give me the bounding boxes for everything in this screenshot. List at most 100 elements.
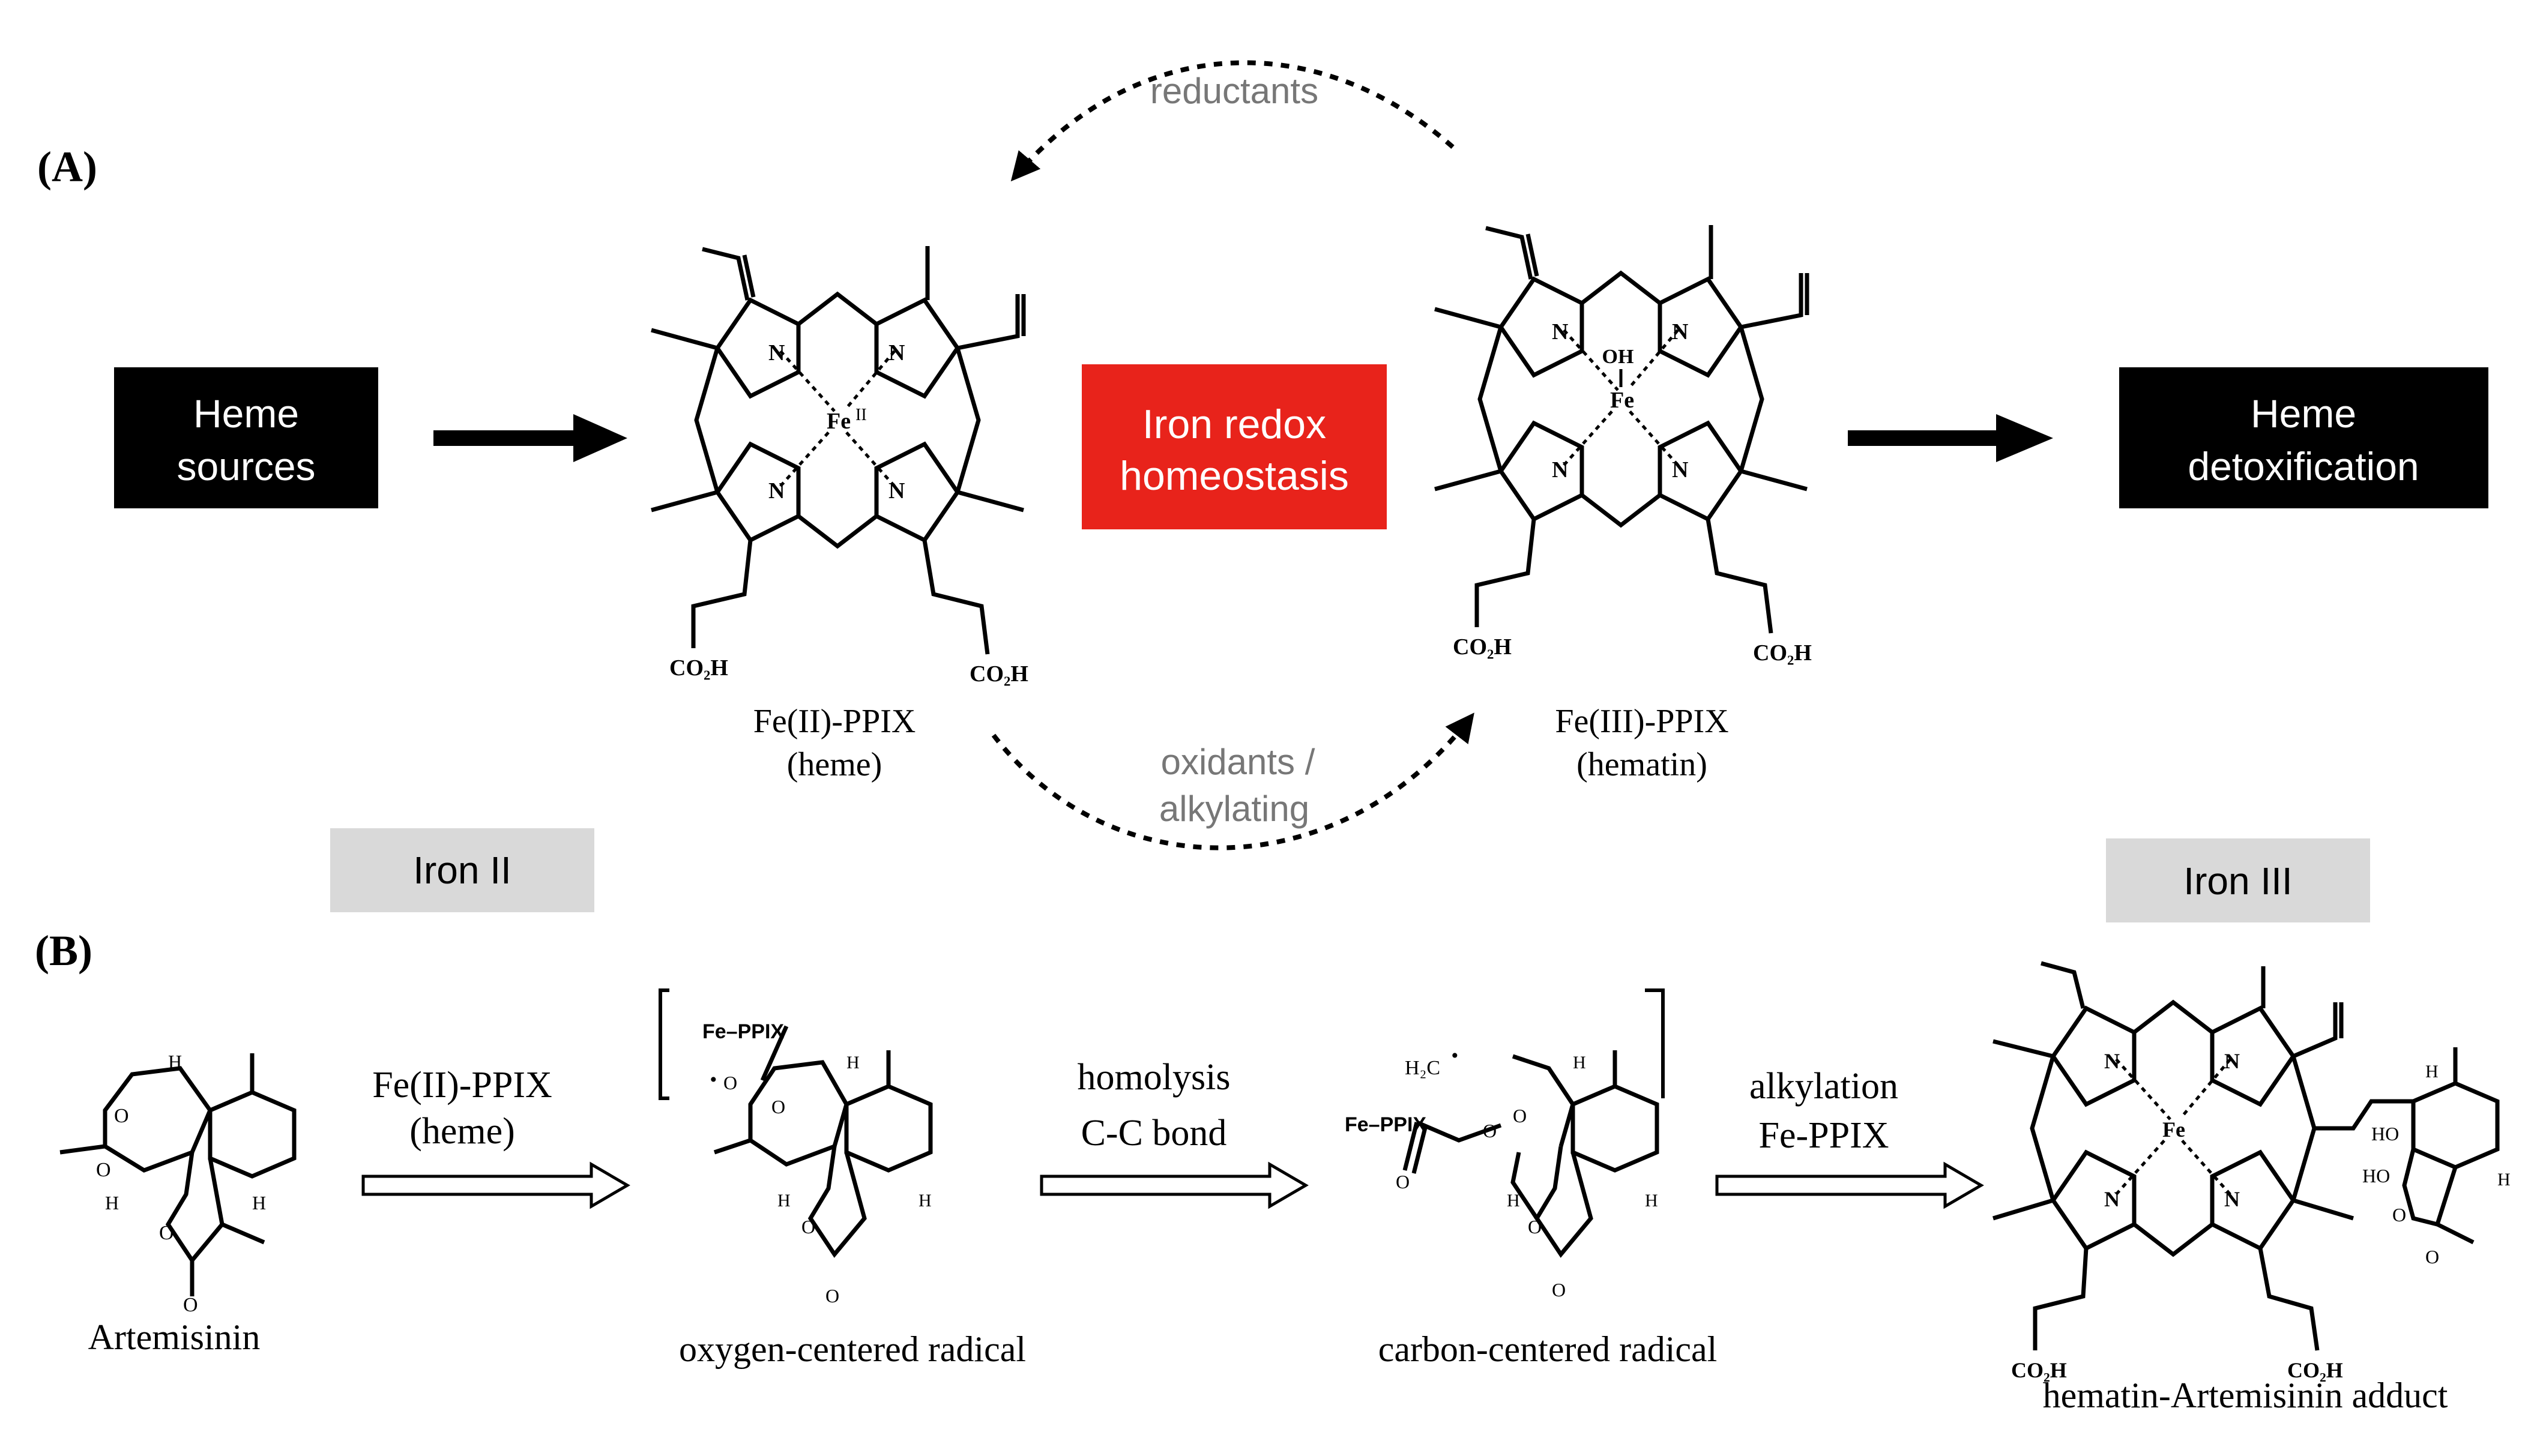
ox-dot: · [708, 1062, 719, 1096]
step3-label-1: alkylation [1749, 1066, 1898, 1107]
oxidants-label-1: oxidants / [1161, 742, 1315, 782]
fe3-metal: Fe [1610, 388, 1634, 413]
reductants-arrow [1010, 60, 1455, 182]
adduct-structure: N N N N Fe CO₂H CO₂H H HO HO O O H [1992, 961, 2511, 1382]
add-h2: H [2497, 1170, 2511, 1190]
fe3-ppix-structure: N N N N OH Fe CO₂H CO₂H [1434, 225, 1812, 666]
heme-detox-line2: detoxification [2188, 444, 2419, 489]
add-fe: Fe [2162, 1118, 2185, 1142]
step3-label-2: Fe-PPIX [1758, 1115, 1889, 1156]
ox-h3: H [919, 1191, 932, 1211]
c-h2: H [1507, 1191, 1520, 1211]
fe2-n2: N [888, 340, 905, 366]
fe2-n3: N [768, 478, 785, 504]
c-dot: · [1450, 1038, 1460, 1072]
art-o1: O [114, 1105, 129, 1127]
art-o2: O [96, 1159, 111, 1181]
step2-label-2: C-C bond [1081, 1113, 1227, 1154]
fe2-co2h-left: CO₂H [669, 655, 728, 681]
oxidants-label-2: alkylating [1159, 789, 1309, 829]
ox-o1: O [723, 1072, 737, 1094]
step3-hollow-arrow [1715, 1161, 1984, 1209]
oxygen-radical-name: oxygen-centered radical [679, 1329, 1026, 1369]
fe2-co2h-right: CO₂H [970, 661, 1028, 687]
fe2-n1: N [768, 340, 785, 366]
carbon-radical-structure: H₂C · Fe–PPIX O O O O O H H H [1345, 988, 1665, 1301]
fe3-n2: N [1672, 319, 1688, 344]
art-h1: H [168, 1051, 182, 1072]
c-o3: O [1396, 1171, 1410, 1193]
panel-b-label: (B) [35, 927, 92, 975]
fe3-n1: N [1552, 319, 1568, 344]
fe2-sub: (heme) [787, 746, 882, 783]
add-ho1: HO [2371, 1123, 2399, 1145]
c-o4: O [1528, 1216, 1542, 1238]
art-o3: O [159, 1222, 174, 1244]
ox-o2: O [771, 1096, 785, 1118]
add-n4: N [2224, 1187, 2240, 1211]
add-n3: N [2104, 1187, 2120, 1211]
fe3-name: Fe(III)-PPIX [1555, 703, 1728, 740]
art-h2: H [105, 1192, 119, 1214]
ox-h1: H [846, 1053, 860, 1072]
add-ho2: HO [2362, 1165, 2390, 1187]
fe2-metal: Fe [827, 409, 851, 434]
ox-h2: H [777, 1191, 791, 1211]
add-co2h-left: CO₂H [2011, 1358, 2067, 1382]
c-h1: H [1573, 1053, 1586, 1072]
carbon-radical-name: carbon-centered radical [1378, 1329, 1718, 1369]
add-n1: N [2104, 1049, 2120, 1073]
thick-arrow-1 [433, 414, 627, 462]
iron-iii-label: Iron III [2183, 859, 2292, 903]
artemisinin-name: Artemisinin [88, 1317, 261, 1357]
fe3-ligand: OH [1602, 346, 1634, 368]
artemisinin-structure: O O O O H H H [59, 1051, 297, 1316]
panel-a-label: (A) [37, 143, 97, 191]
c-o5: O [1552, 1279, 1566, 1301]
oxygen-radical-structure: Fe–PPIX · O O O O H H H [659, 988, 933, 1307]
art-h3: H [252, 1192, 266, 1214]
iron-iii-box: Iron III [2106, 838, 2370, 922]
ox-o4: O [825, 1285, 839, 1307]
add-h1: H [2425, 1062, 2439, 1081]
add-co2h-right: CO₂H [2287, 1358, 2343, 1382]
ox-o3: O [801, 1216, 815, 1238]
step1-label-1: Fe(II)-PPIX [372, 1065, 552, 1106]
heme-sources-box: Heme sources [114, 367, 378, 508]
fe3-sub: (hematin) [1576, 746, 1707, 783]
heme-sources-line2: sources [176, 444, 315, 489]
c-o1: O [1513, 1105, 1527, 1127]
step2-label-1: homolysis [1078, 1057, 1231, 1098]
adduct-name: hematin-Artemisinin adduct [2043, 1376, 2448, 1415]
fe2-ox: II [855, 406, 867, 424]
iron-ii-label: Iron II [413, 849, 511, 892]
heme-detox-box: Heme detoxification [2119, 367, 2488, 508]
art-o4: O [183, 1294, 198, 1316]
thick-arrow-2 [1848, 414, 2053, 462]
fe2-ppix-structure: N N N N Fe II CO₂H CO₂H [651, 246, 1028, 687]
fe2-n4: N [888, 478, 905, 504]
ox-fe-ppix: Fe–PPIX [702, 1020, 784, 1043]
add-o2: O [2425, 1246, 2439, 1268]
step1-hollow-arrow [361, 1161, 630, 1209]
reductants-label: reductants [1150, 71, 1318, 111]
fe3-co2h-right: CO₂H [1753, 640, 1812, 666]
c-h3: H [1645, 1191, 1658, 1211]
add-n2: N [2224, 1049, 2240, 1073]
fe3-n3: N [1552, 457, 1568, 483]
add-o1: O [2392, 1204, 2406, 1226]
heme-sources-line1: Heme [193, 391, 299, 436]
fe2-name: Fe(II)-PPIX [753, 703, 916, 740]
iron-ii-box: Iron II [330, 828, 594, 912]
c-o2: O [1483, 1120, 1497, 1142]
c-fe-ppix: Fe–PPIX [1345, 1113, 1426, 1136]
center-line1: Iron redox [1142, 402, 1326, 447]
c-h2c: H₂C [1405, 1057, 1440, 1079]
heme-detox-line1: Heme [2251, 391, 2356, 436]
center-line2: homeostasis [1120, 453, 1349, 499]
iron-redox-homeostasis-box: Iron redox homeostasis [1082, 364, 1387, 529]
step2-hollow-arrow [1040, 1161, 1309, 1209]
fe3-co2h-left: CO₂H [1453, 634, 1512, 660]
step1-label-2: (heme) [409, 1111, 515, 1152]
